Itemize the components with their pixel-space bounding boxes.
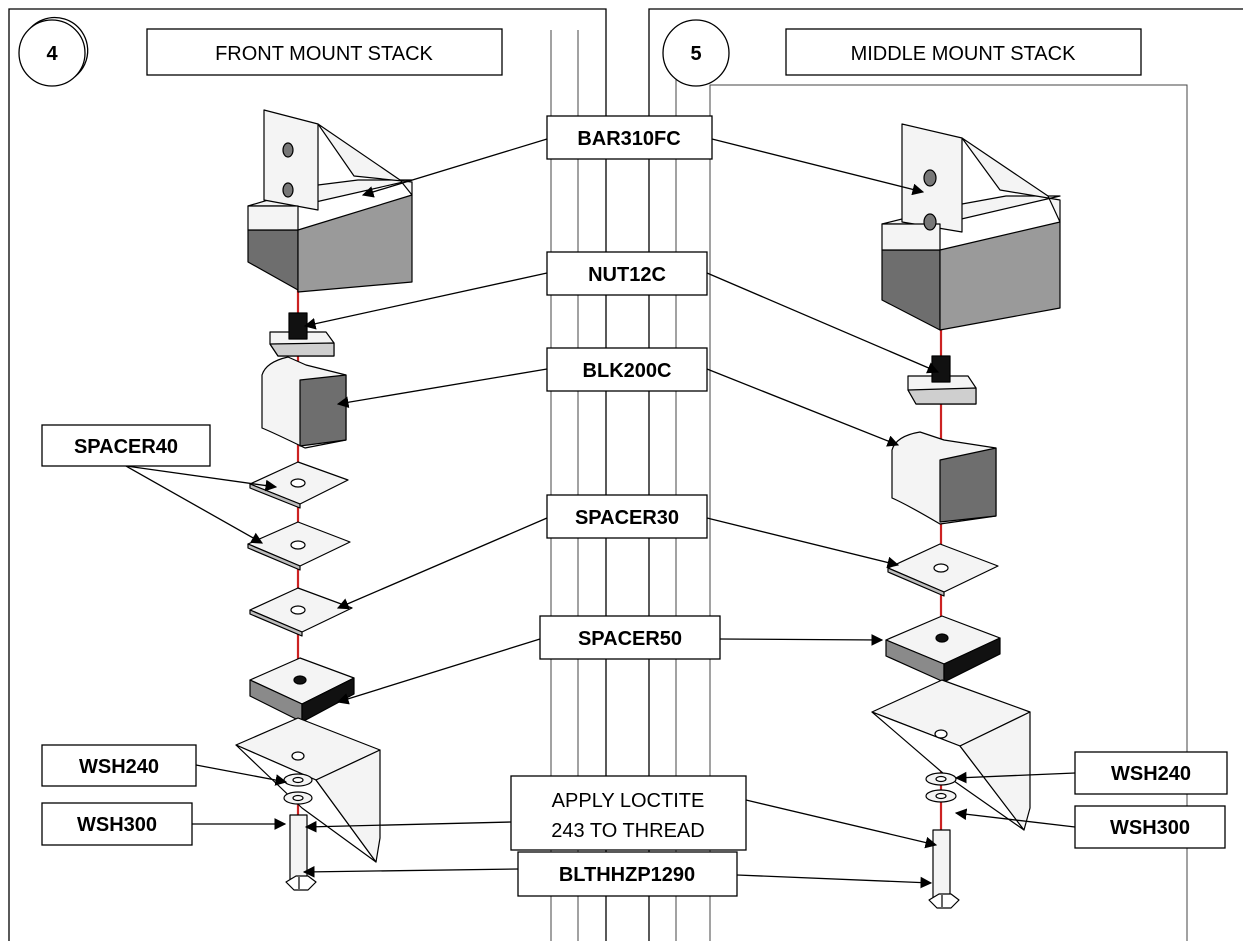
front-bracket-part [247, 109, 413, 293]
label-spacer40: SPACER40 [41, 424, 211, 467]
svg-text:SPACER40: SPACER40 [74, 436, 178, 458]
label-nut12c: NUT12C [546, 251, 708, 296]
svg-text:WSH300: WSH300 [1110, 817, 1190, 839]
middle-bolt-part [928, 829, 960, 909]
front-spacer40-upper [249, 461, 349, 509]
middle-angle-bracket [871, 679, 1031, 831]
svg-text:SPACER50: SPACER50 [578, 628, 682, 650]
label-spacer30: SPACER30 [546, 494, 708, 539]
panel-title-box-front [146, 28, 503, 76]
label-wsh240-front: WSH240 [41, 744, 197, 787]
front-spacer40-lower [247, 521, 351, 571]
step-number-5: 5 [690, 43, 701, 65]
svg-text:BLTHHZP1290: BLTHHZP1290 [559, 864, 695, 886]
middle-bracket-part [881, 123, 1061, 331]
middle-wsh240-part [925, 772, 957, 786]
front-spacer50 [249, 657, 355, 723]
front-block-part [261, 356, 347, 449]
label-wsh300-middle: WSH300 [1074, 805, 1226, 849]
middle-spacer30 [887, 543, 999, 597]
label-loctite-note: APPLY LOCTITE 243 TO THREAD [510, 775, 747, 851]
panel-front-frame [8, 8, 607, 941]
svg-text:BLK200C: BLK200C [583, 360, 672, 382]
svg-text:243 TO THREAD: 243 TO THREAD [551, 820, 704, 842]
label-blthhzp1290: BLTHHZP1290 [517, 851, 738, 897]
step-badge-4: 4 [18, 16, 89, 87]
step-badge-5: 5 [662, 19, 730, 87]
front-wsh300-part [283, 791, 313, 805]
middle-block-part [891, 431, 997, 525]
panel-title-front: FRONT MOUNT STACK [215, 43, 433, 65]
middle-nut-part [907, 355, 977, 405]
step-number-4: 4 [46, 43, 58, 65]
middle-wsh300-part [925, 789, 957, 803]
svg-text:BAR310FC: BAR310FC [577, 128, 680, 150]
svg-text:SPACER30: SPACER30 [575, 507, 679, 529]
svg-text:APPLY LOCTITE: APPLY LOCTITE [552, 790, 705, 812]
panel-title-middle: MIDDLE MOUNT STACK [851, 43, 1076, 65]
label-blk200c: BLK200C [546, 347, 708, 392]
front-wsh240-part [283, 773, 313, 787]
svg-text:WSH300: WSH300 [77, 814, 157, 836]
svg-text:WSH240: WSH240 [1111, 763, 1191, 785]
front-angle-bracket [235, 717, 381, 863]
panel-title-box-middle [785, 28, 1142, 76]
label-bar310fc: BAR310FC [546, 115, 713, 160]
front-stack [235, 109, 413, 891]
callout-arrows [125, 138, 1076, 889]
label-wsh300-front: WSH300 [41, 802, 193, 846]
middle-spacer50 [885, 615, 1001, 683]
label-spacer50: SPACER50 [539, 615, 721, 660]
front-spacer30 [249, 587, 353, 637]
front-bolt-part [285, 814, 317, 891]
svg-text:NUT12C: NUT12C [588, 264, 666, 286]
middle-stack [871, 123, 1061, 909]
label-wsh240-middle: WSH240 [1074, 751, 1228, 795]
svg-text:WSH240: WSH240 [79, 756, 159, 778]
front-nut-part [269, 312, 335, 357]
